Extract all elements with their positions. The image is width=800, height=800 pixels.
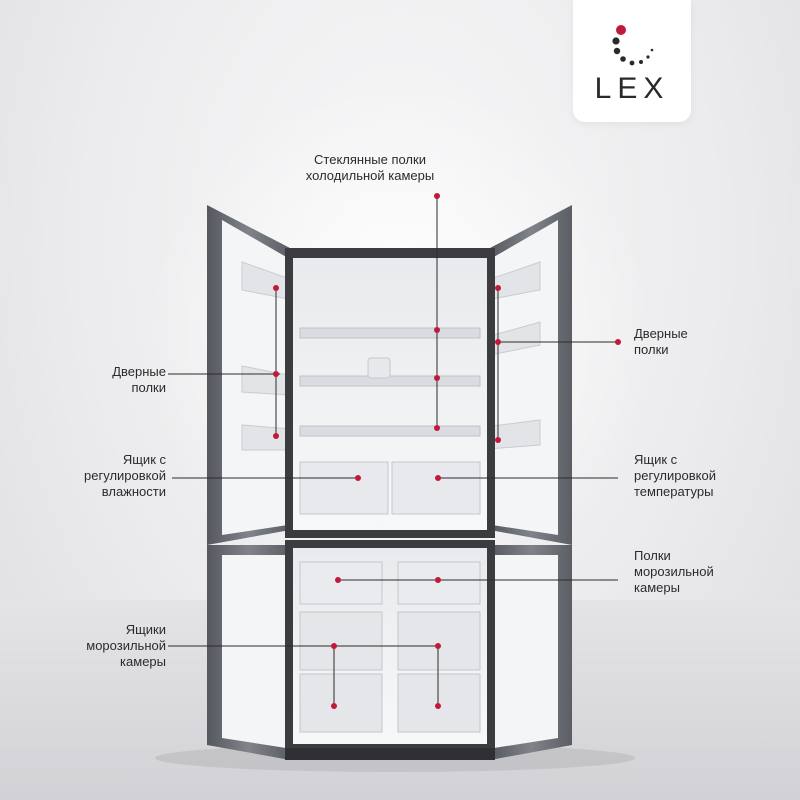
label-line: Ящики	[125, 622, 166, 637]
label-line: морозильной	[634, 564, 714, 579]
callout-lines	[168, 196, 618, 706]
label-line: Ящик с	[122, 452, 166, 467]
label-line: камеры	[120, 654, 166, 669]
upper-left-door	[207, 205, 305, 545]
label-line: температуры	[634, 484, 714, 499]
label-line: Ящик с	[634, 452, 678, 467]
label-door-shelves-right: Дверные полки	[634, 326, 744, 358]
label-freezer-shelves: Полки морозильной камеры	[634, 548, 764, 596]
upper-right-door	[475, 205, 572, 545]
lower-left-door	[207, 545, 290, 760]
lower-right-door	[490, 545, 572, 760]
label-line: регулировкой	[84, 468, 166, 483]
label-line: полки	[634, 342, 669, 357]
label-freezer-drawers: Ящики морозильной камеры	[56, 622, 166, 670]
brand-name: LEX	[594, 72, 670, 105]
label-glass-shelves: Стеклянные полки холодильной камеры	[290, 152, 450, 184]
refrigerator-compartment	[285, 248, 495, 538]
label-line: морозильной	[86, 638, 166, 653]
label-line: полки	[131, 380, 166, 395]
brand-logo-card: LEX	[573, 0, 691, 122]
label-line: регулировкой	[634, 468, 716, 483]
freezer-compartment	[285, 540, 495, 750]
label-line: Дверные	[112, 364, 166, 379]
label-temperature-drawer: Ящик с регулировкой температуры	[634, 452, 764, 500]
label-line: влажности	[101, 484, 166, 499]
brand-logo-icon	[612, 25, 654, 66]
label-humidity-drawer: Ящик с регулировкой влажности	[56, 452, 166, 500]
label-line: Дверные	[634, 326, 688, 341]
fridge-base	[285, 748, 495, 760]
label-line: камеры	[634, 580, 680, 595]
callout-dots	[273, 193, 621, 709]
label-door-shelves-left: Дверные полки	[70, 364, 166, 396]
label-line: Стеклянные полки	[314, 152, 426, 167]
label-line: Полки	[634, 548, 671, 563]
label-line: холодильной камеры	[305, 168, 435, 183]
